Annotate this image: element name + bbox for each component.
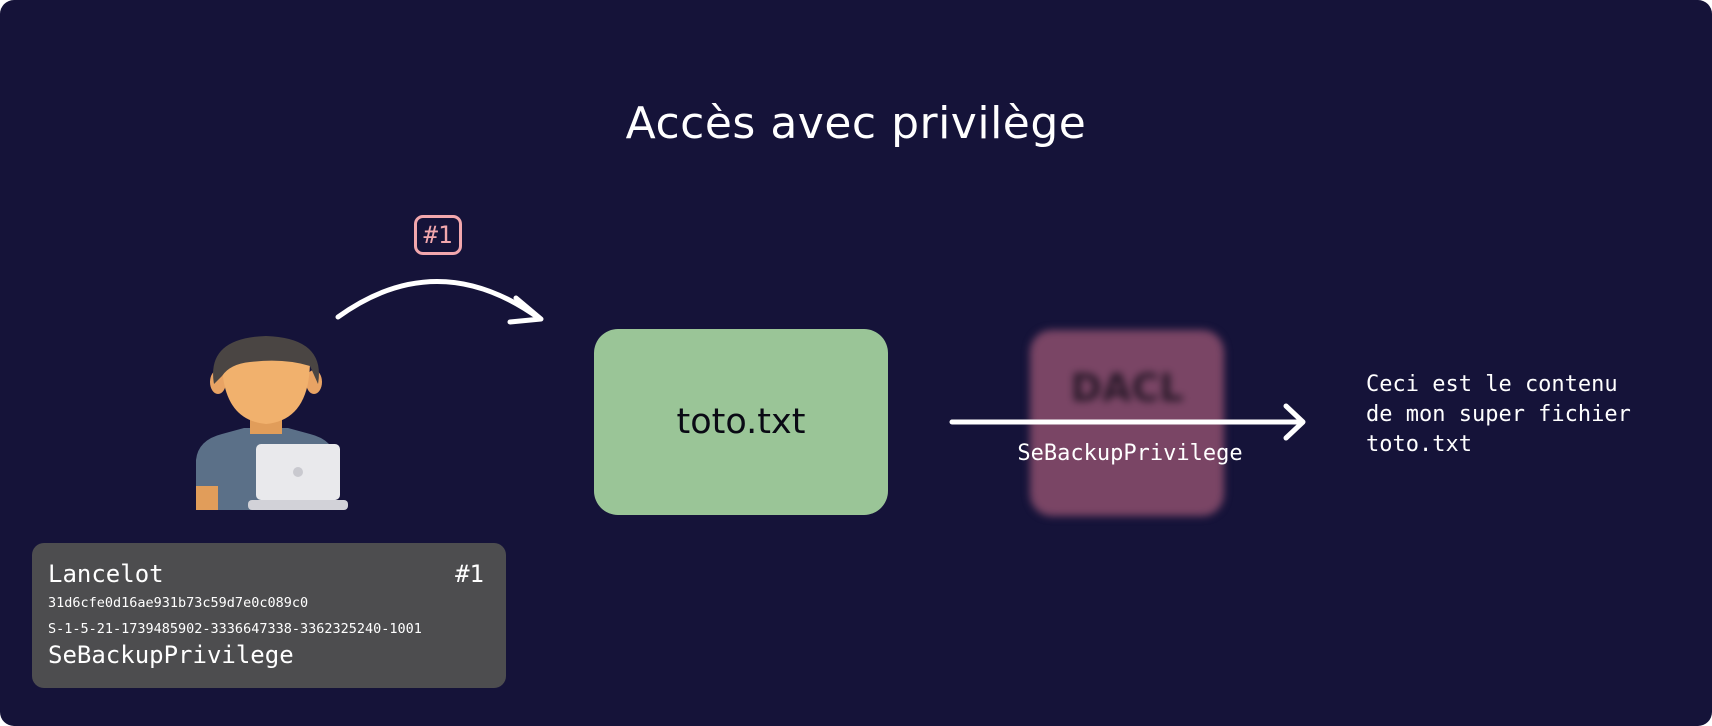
page-title: Accès avec privilège [625, 98, 1087, 149]
file-content-line: Ceci est le contenu [1366, 372, 1618, 397]
user-with-laptop-icon [188, 336, 348, 510]
step-badge: #1 [414, 215, 462, 255]
file-name: toto.txt [676, 402, 806, 442]
token-user-name: Lancelot [48, 560, 164, 588]
dacl-box: DACL [1030, 330, 1224, 516]
file-box: toto.txt [594, 329, 888, 515]
token-step-badge: #1 [455, 560, 484, 588]
file-content: Ceci est le contenu de mon super fichier t… [1366, 370, 1666, 460]
token-sid: S-1-5-21-1739485902-3336647338-336232524… [48, 621, 422, 637]
token-ntlm-hash: 31d6cfe0d16ae931b73c59d7e0c089c0 [48, 595, 309, 611]
dacl-label: DACL [1070, 366, 1184, 410]
token-privilege: SeBackupPrivilege [48, 641, 294, 669]
file-content-line: toto.txt [1366, 432, 1472, 457]
file-content-line: de mon super fichier [1366, 402, 1631, 427]
access-token-card: Lancelot #1 31d6cfe0d16ae931b73c59d7e0c0… [32, 543, 506, 688]
access-arrow-label: SeBackupPrivilege [1017, 441, 1243, 466]
curved-arrow [335, 279, 544, 325]
